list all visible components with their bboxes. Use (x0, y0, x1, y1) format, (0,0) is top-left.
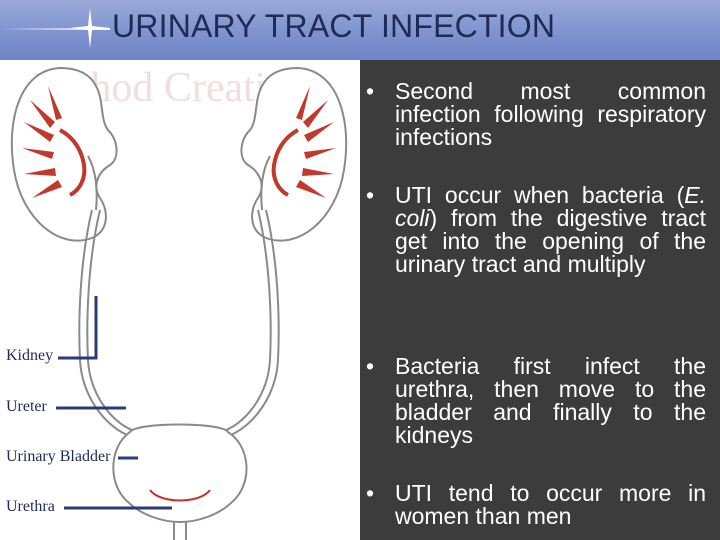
bullet-text: UTI tend to occur more in women than men (395, 480, 706, 529)
diagram-panel: Rethod Creations (0, 60, 360, 540)
bullet-marker: • (366, 182, 375, 208)
bullet-text: UTI occur when bacteria (E. coli) from t… (395, 182, 706, 277)
bullet-item: • UTI tend to occur more in women than m… (366, 482, 706, 528)
ureters (78, 209, 280, 439)
bullet-item: • Bacteria first infect the urethra, the… (366, 355, 706, 447)
bullet-text: Bacteria first infect the urethra, then … (395, 353, 706, 448)
bullet-item: • UTI occur when bacteria (E. coli) from… (366, 184, 706, 276)
bullet-italic-term: E. coli (395, 182, 706, 231)
sparkle-icon (70, 8, 110, 48)
slide-title: URINARY TRACT INFECTION (112, 8, 556, 44)
label-urethra: Urethra (6, 498, 55, 515)
sparkle-line (0, 28, 110, 30)
right-kidney (240, 66, 348, 242)
bullet-text: Second most common infection following r… (395, 78, 706, 150)
text-panel: • Second most common infection following… (360, 60, 720, 540)
urinary-tract-diagram (10, 66, 348, 540)
urethra (173, 522, 187, 540)
label-lines (56, 296, 172, 510)
kidney-leader-line (58, 296, 98, 360)
bladder (112, 423, 248, 524)
left-kidney (10, 66, 118, 242)
bullet-marker: • (366, 480, 375, 506)
label-urinary-bladder: Urinary Bladder (6, 448, 111, 465)
bullet-item: • Second most common infection following… (366, 80, 706, 149)
bullet-marker: • (366, 78, 375, 104)
label-kidney: Kidney (6, 347, 54, 364)
title-bar: URINARY TRACT INFECTION (0, 0, 720, 60)
label-ureter: Ureter (6, 398, 47, 415)
bullet-marker: • (366, 353, 375, 379)
